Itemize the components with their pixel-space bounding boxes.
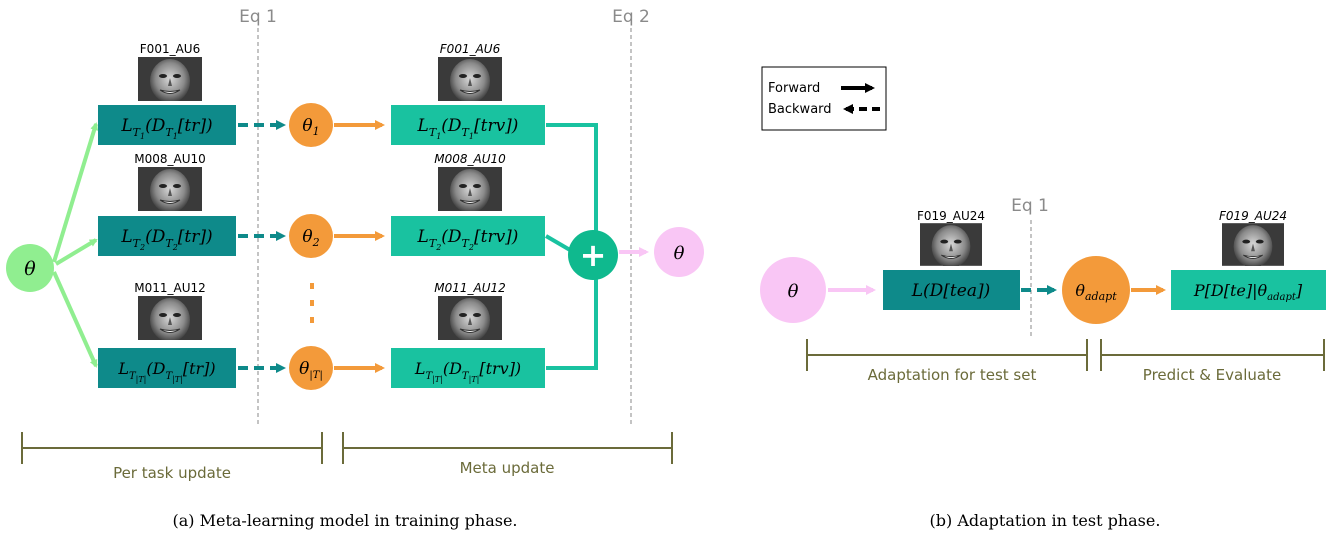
theta-label: θ — [24, 258, 36, 280]
row2-face-label-right: M008_AU10 — [434, 152, 506, 166]
theta-to-row2-arrow — [54, 238, 98, 266]
bracket-meta — [342, 432, 673, 464]
b-predict-box — [1171, 270, 1326, 310]
b-theta-adapt-node — [1062, 256, 1130, 324]
row2-face-label-left: M008_AU10 — [134, 152, 206, 166]
panel-b: Forward Backward Eq 1 θ F019_AU24 L(D[te… — [760, 66, 1326, 530]
b-theta-adapt-label: θadapt — [1075, 281, 1117, 303]
row2-inner-loss: LT2(DT2[tr]) — [120, 227, 212, 252]
ellipsis-dots — [310, 283, 314, 323]
b-theta-node — [760, 257, 826, 323]
row1-outer-loss: LT1(DT1[trv]) — [417, 116, 519, 141]
row3-theta-node — [289, 346, 333, 390]
eq2-label: Eq 2 — [612, 7, 650, 27]
row3-outer-loss: LT|T|(DT|T|[trv]) — [414, 359, 521, 384]
legend-forward-label: Forward — [768, 81, 820, 96]
theta-node — [6, 244, 54, 292]
row3-face-left — [138, 296, 202, 340]
b-theta-label: θ — [788, 281, 799, 302]
b-loss-label: L(D[tea]) — [911, 281, 990, 301]
theta-out-node — [654, 227, 704, 277]
row3-outer-loss-box — [391, 348, 545, 388]
row2-face-left — [138, 167, 202, 211]
b-face-label-left: F019_AU24 — [917, 209, 985, 223]
bracket-per-task-label: Per task update — [113, 464, 231, 482]
row1-face-right — [438, 57, 502, 101]
theta-to-row1-arrow — [52, 122, 99, 263]
row1-face-label-left: F001_AU6 — [140, 42, 200, 56]
row1-outer-loss-box — [391, 105, 545, 145]
row2-theta-label: θ2 — [302, 227, 319, 249]
row1-theta-label: θ1 — [302, 116, 319, 138]
theta-out-label: θ — [674, 243, 685, 264]
row3-inner-loss: LT|T|(DT|T|[tr]) — [117, 359, 215, 384]
row1-theta-node — [289, 103, 333, 147]
legend-backward-label: Backward — [768, 102, 832, 117]
row3-theta-label: θ|T| — [299, 359, 323, 381]
sum-plus-icon: + — [580, 236, 607, 274]
b-bracket-predict — [1100, 339, 1325, 371]
b-bracket-adaptation-label: Adaptation for test set — [868, 366, 1037, 384]
row2-outer-loss-box — [391, 216, 545, 256]
row1-face-label-right: F001_AU6 — [440, 42, 501, 56]
row3-inner-loss-box — [98, 348, 236, 388]
caption-b: (b) Adaptation in test phase. — [930, 511, 1161, 530]
row2-face-right — [438, 167, 502, 211]
b-loss-box — [883, 270, 1020, 310]
b-bracket-adaptation — [806, 339, 1088, 371]
eq1-label: Eq 1 — [239, 7, 277, 27]
b-predict-label: P[D[te]|θadapt] — [1193, 281, 1303, 303]
row1-inner-loss-box — [98, 105, 236, 145]
legend-box — [761, 66, 887, 131]
row2-theta-node — [289, 214, 333, 258]
caption-a: (a) Meta-learning model in training phas… — [172, 511, 517, 530]
row1-inner-loss: LT1(DT1[tr]) — [120, 116, 212, 141]
b-face-label-right: F019_AU24 — [1219, 209, 1287, 223]
row3-face-label-right: M011_AU12 — [434, 281, 506, 295]
row3-face-label-left: M011_AU12 — [134, 281, 206, 295]
bracket-per-task — [21, 432, 323, 464]
theta-to-row3-arrow — [52, 271, 98, 368]
row3-to-sum-line — [546, 278, 598, 370]
sum-node — [568, 230, 618, 280]
row1-to-sum-line — [546, 123, 598, 233]
row2-outer-loss: LT2(DT2[trv]) — [417, 227, 519, 252]
bracket-meta-label: Meta update — [460, 459, 555, 477]
row2-inner-loss-box — [98, 216, 236, 256]
row2-to-sum-line — [544, 234, 572, 252]
row1-face-left — [138, 57, 202, 101]
panel-a: Eq 1 Eq 2 θ F001_AU6 LT1(DT1[tr]) θ1 F00… — [6, 7, 704, 530]
b-eq1-label: Eq 1 — [1011, 196, 1049, 216]
b-face-right — [1222, 223, 1284, 266]
b-bracket-predict-label: Predict & Evaluate — [1143, 366, 1281, 384]
row3-face-right — [438, 296, 502, 340]
b-face-left — [920, 223, 982, 266]
